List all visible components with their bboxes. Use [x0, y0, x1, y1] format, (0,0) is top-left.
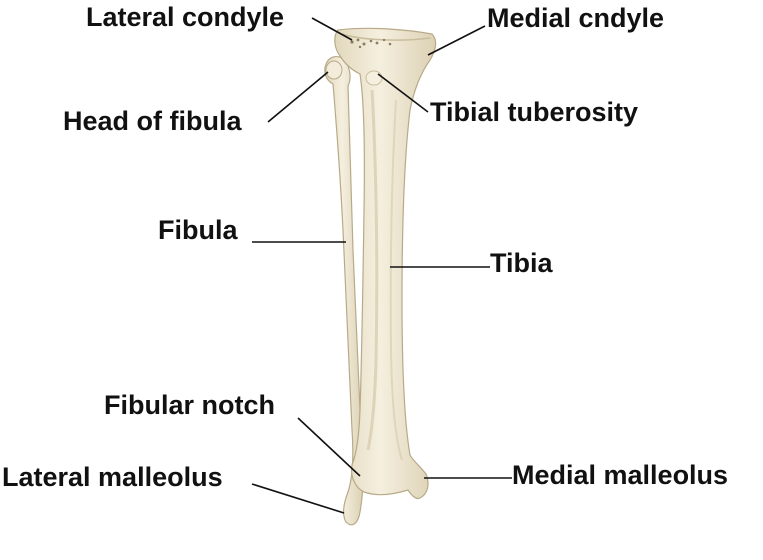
fibula-bone — [324, 56, 364, 526]
label-tibia: Tibia — [490, 248, 553, 278]
label-lateral-malleolus: Lateral malleolus — [2, 462, 223, 492]
leader-head-of-fibula — [267, 71, 329, 123]
leader-fibular-notch — [297, 417, 361, 477]
label-lateral-condyle: Lateral condyle — [86, 2, 285, 32]
label-fibula: Fibula — [158, 215, 238, 245]
tibia-bone — [334, 27, 437, 500]
leader-tibial-tuberosity — [377, 73, 429, 113]
label-head-of-fibula: Head of fibula — [63, 106, 242, 136]
label-medial-malleolus: Medial malleolus — [512, 460, 729, 490]
leader-lateral-condyle — [311, 17, 353, 41]
label-medial-condyle: Medial cndyle — [487, 3, 665, 33]
leader-medial-condyle — [427, 25, 486, 56]
label-tibial-tuberosity: Tibial tuberosity — [430, 97, 639, 127]
label-fibular-notch: Fibular notch — [104, 390, 275, 420]
leader-lateral-malleolus — [251, 483, 345, 514]
